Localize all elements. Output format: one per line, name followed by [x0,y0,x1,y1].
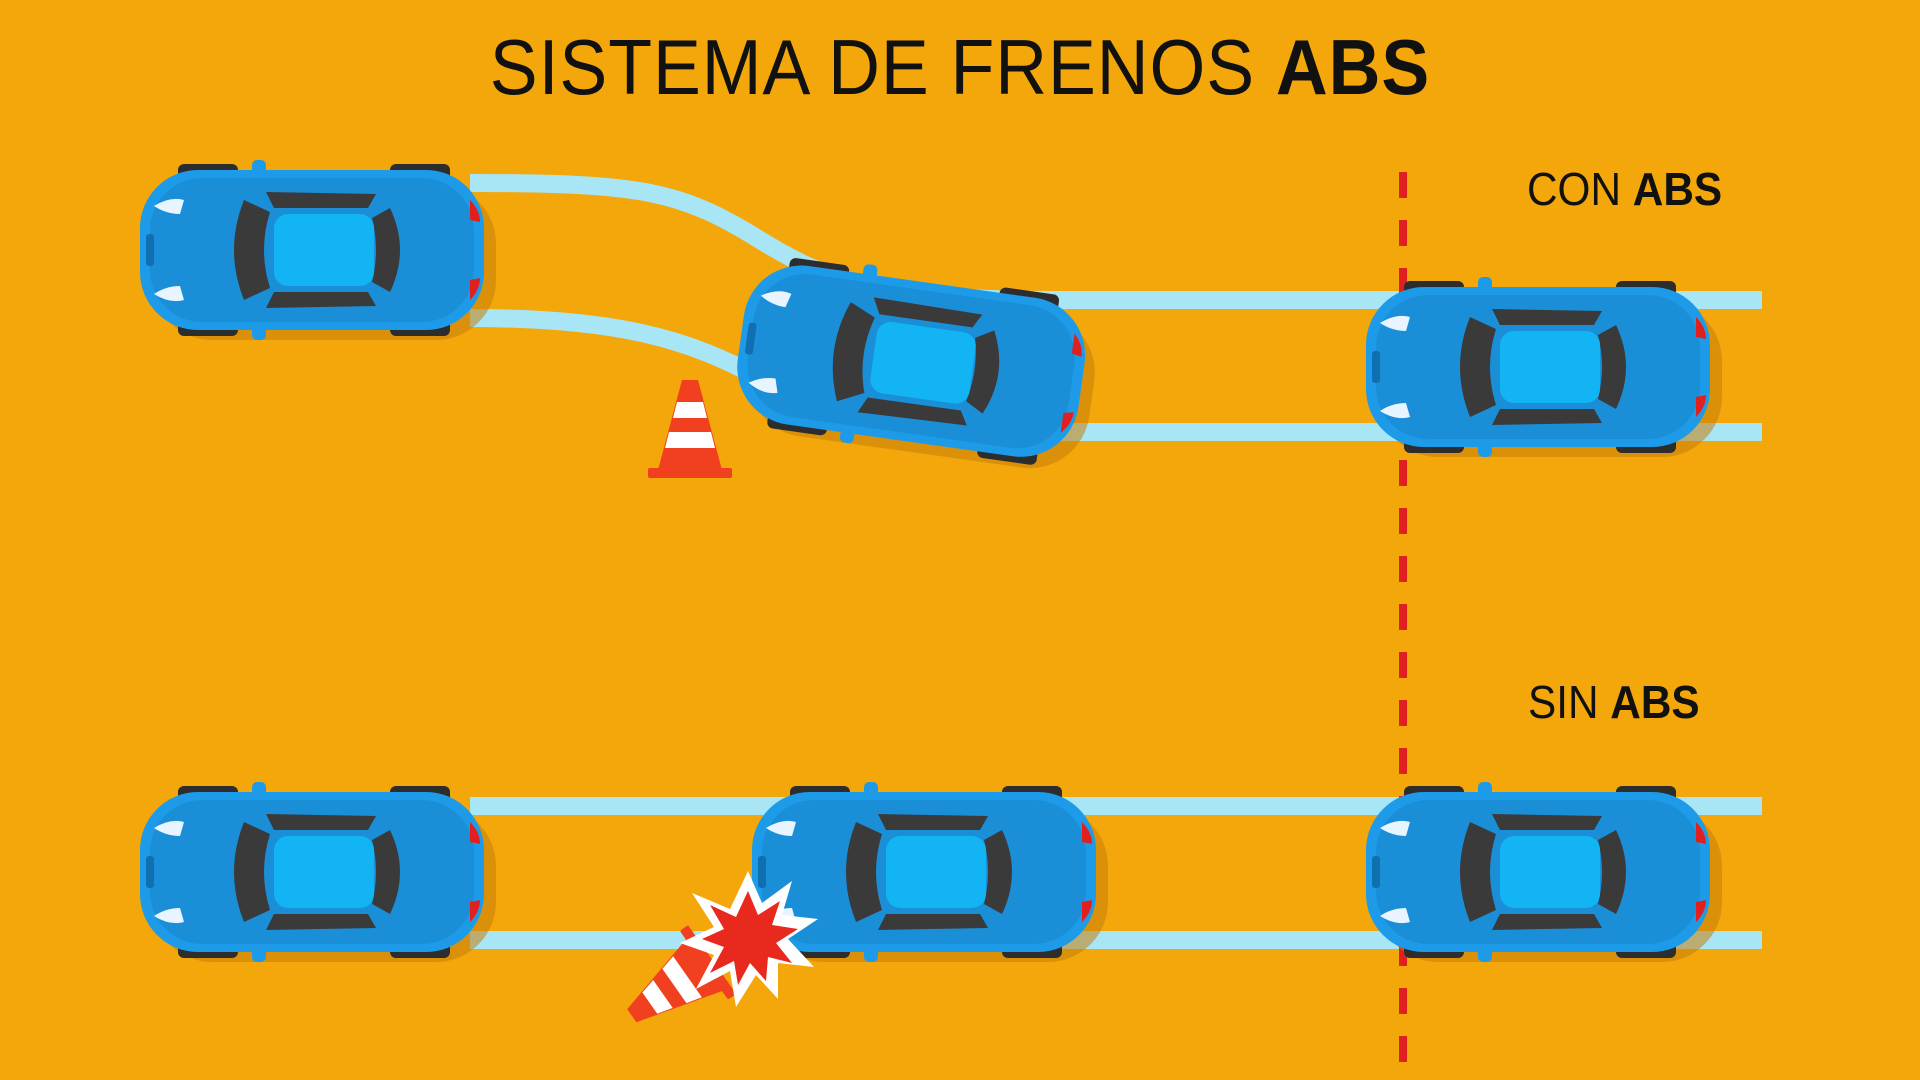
car-icon-con-3 [1366,277,1722,457]
label-con-emphasis: ABS [1632,163,1723,215]
label-con-abs: CON ABS [1527,162,1722,216]
impact-burst-icon [680,871,818,1007]
label-sin-abs: SIN ABS [1528,675,1700,729]
title-prefix: SISTEMA DE FRENOS [489,23,1276,111]
page-title: SISTEMA DE FRENOS ABS [77,22,1843,113]
car-icon-con-2 [728,248,1106,476]
car-icon-sin-3 [1366,782,1722,962]
label-sin-prefix: SIN [1528,676,1611,728]
car-icon-sin-1 [140,782,496,962]
label-sin-emphasis: ABS [1610,676,1700,728]
car-icon-con-1 [140,160,496,340]
car-icon-sin-2 [752,782,1108,962]
traffic-cone-icon [648,380,732,478]
title-emphasis: ABS [1275,23,1431,111]
label-con-prefix: CON [1527,163,1633,215]
